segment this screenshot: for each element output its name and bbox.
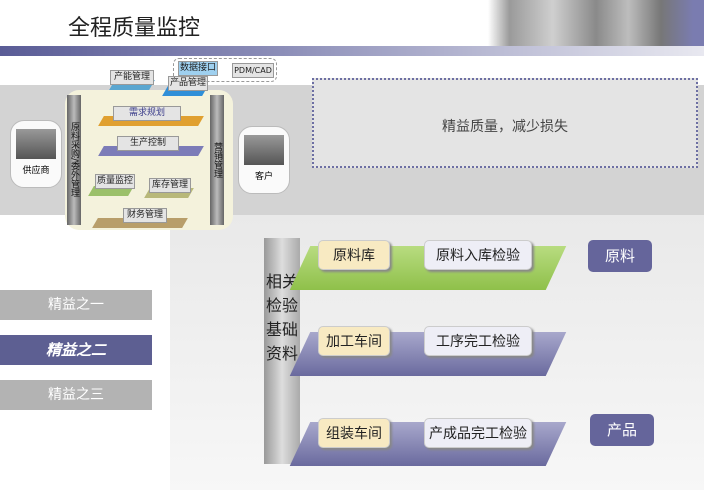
- finance-mgmt: 财务管理: [123, 208, 167, 223]
- row-place: 原料库: [318, 240, 390, 270]
- tag-product: 产品: [590, 414, 654, 446]
- inspection-basis-label: 相关检验基础资料: [264, 238, 300, 464]
- row-place: 组装车间: [318, 418, 390, 448]
- demand-planning: 需求规划: [113, 106, 181, 121]
- row-place: 加工车间: [318, 326, 390, 356]
- goal-box: 精益质量，减少损失: [312, 78, 698, 168]
- capacity-mgmt: 产能管理: [110, 70, 154, 85]
- nav-lean-3[interactable]: 精益之三: [0, 380, 152, 410]
- row-check: 原料入库检验: [424, 240, 532, 270]
- customer-node: 客户: [238, 126, 290, 194]
- row-check: 产成品完工检验: [424, 418, 532, 448]
- supplier-node: 供应商: [10, 120, 62, 188]
- erp-diagram: 原料采购/委外管理 营销管理 需求规划 生产控制 质量监控 库存管理 财务管理: [65, 90, 233, 230]
- supplier-photo: [16, 129, 56, 159]
- quality-monitor: 质量监控: [95, 174, 135, 189]
- customer-label: 客户: [254, 172, 273, 182]
- goal-text: 精益质量，减少损失: [442, 119, 568, 135]
- nav-lean-1[interactable]: 精益之一: [0, 290, 152, 320]
- data-interface-group: [173, 58, 277, 82]
- procurement-bar: 原料采购/委外管理: [67, 95, 81, 225]
- title-underline: [0, 46, 704, 56]
- nav-lean-2[interactable]: 精益之二: [0, 335, 152, 365]
- customer-photo: [244, 135, 284, 165]
- supplier-label: 供应商: [22, 166, 50, 176]
- page-title: 全程质量监控: [68, 16, 201, 41]
- inventory-mgmt: 库存管理: [149, 178, 191, 193]
- data-interface: 数据接口: [178, 61, 218, 76]
- row-check: 工序完工检验: [424, 326, 532, 356]
- marketing-bar: 营销管理: [210, 95, 224, 225]
- tag-raw-material: 原料: [588, 240, 652, 272]
- production-control: 生产控制: [117, 136, 179, 151]
- header-photo: [488, 0, 704, 50]
- pdm-cad: PDM/CAD: [232, 63, 274, 78]
